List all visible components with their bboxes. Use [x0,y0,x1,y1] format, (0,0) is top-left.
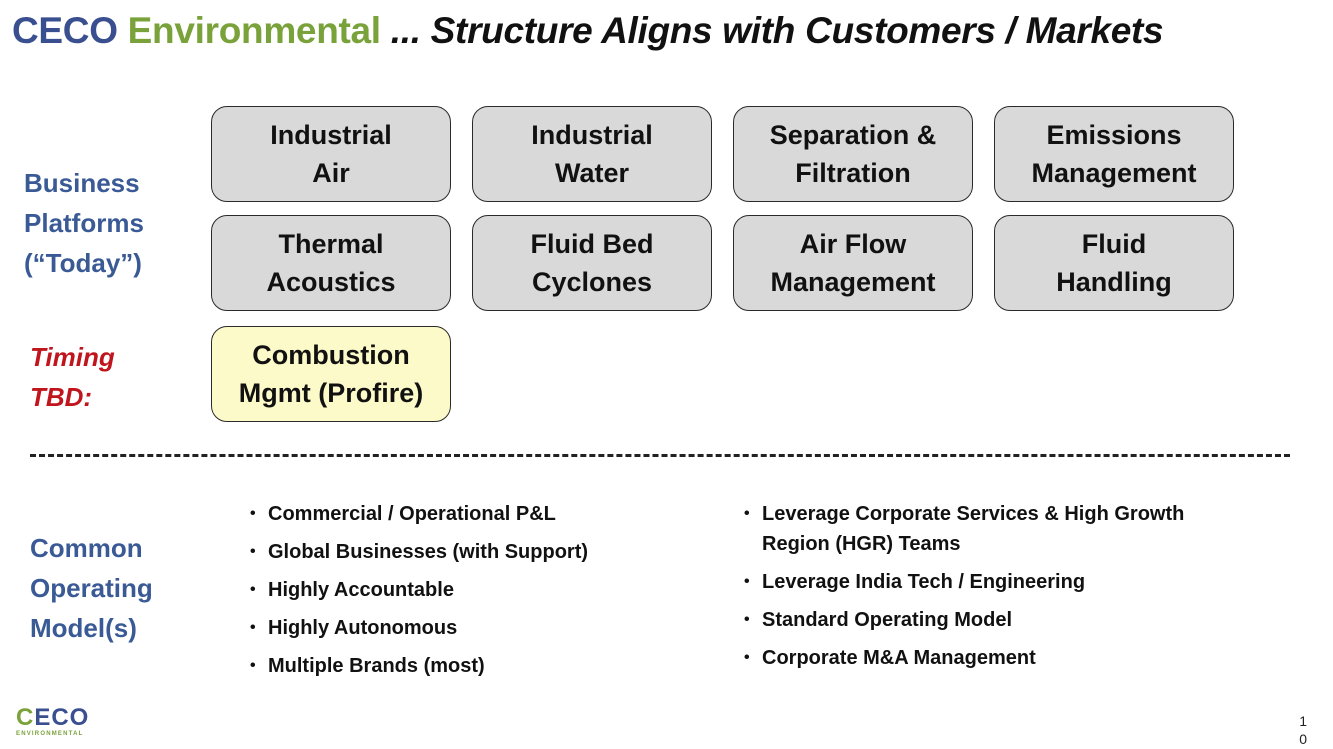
title-brand-c: C [12,10,39,51]
platform-emissions-management: Emissions Management [994,106,1234,202]
label-line: (“Today”) [24,248,142,278]
platform-line: Thermal [278,229,384,259]
platform-line: Emissions [1046,120,1182,150]
platform-line: Management [1031,158,1197,188]
logo-c: C [16,704,35,731]
page-number-digit: 0 [1299,731,1307,747]
ceco-logo: CECO ENVIRONMENTAL [16,706,89,738]
timing-tbd-label: Timing TBD: [30,337,115,417]
common-operating-model-label: Common Operating Model(s) [30,528,153,648]
platform-separation-filtration: Separation & Filtration [733,106,973,202]
list-item: Multiple Brands (most) [250,651,690,681]
label-line: Business [24,168,140,198]
platform-line: Industrial [531,120,653,150]
platform-line: Filtration [795,158,911,188]
business-platforms-label: Business Platforms (“Today”) [24,163,144,283]
section-divider [30,454,1290,457]
platform-line: Management [770,267,936,297]
title-brand-environmental: Environmental [117,10,381,51]
label-line: Operating [30,573,153,603]
list-item: Highly Autonomous [250,613,690,643]
list-item: Global Businesses (with Support) [250,537,690,567]
platform-line: Cyclones [531,267,653,297]
platform-air-flow-management: Air Flow Management [733,215,973,311]
logo-subtext: ENVIRONMENTAL [16,731,84,737]
platform-line: Fluid Bed [530,229,654,259]
platform-line: Separation & [769,120,937,150]
platform-line: Water [554,158,629,188]
platform-line: Industrial [270,120,392,150]
list-item: Commercial / Operational P&L [250,499,690,529]
label-line: Common [30,533,143,563]
label-line: Model(s) [30,613,137,643]
title-brand-eco: ECO [38,10,118,51]
logo-eco: ECO [34,704,90,731]
list-item: Leverage India Tech / Engineering [744,567,1224,597]
platform-fluid-bed-cyclones: Fluid Bed Cyclones [472,215,712,311]
platform-line: Air Flow [799,229,907,259]
platform-line: Handling [1056,267,1172,297]
page-number: 1 0 [1299,712,1307,748]
operating-model-list-left: Commercial / Operational P&L Global Busi… [250,499,690,689]
platform-line: Acoustics [266,267,396,297]
list-item: Standard Operating Model [744,605,1224,635]
platform-line: Combustion [252,340,410,370]
logo-wordmark: CECO [16,706,89,730]
platform-combustion-mgmt: Combustion Mgmt (Profire) [211,326,451,422]
label-line: TBD: [30,382,93,412]
page-number-digit: 1 [1299,713,1307,729]
label-line: Platforms [24,208,144,238]
list-item: Corporate M&A Management [744,643,1224,673]
operating-model-list-right: Leverage Corporate Services & High Growt… [744,499,1224,681]
title-subtitle: ... Structure Aligns with Customers / Ma… [380,10,1164,51]
platform-line: Air [312,158,350,188]
platform-industrial-air: Industrial Air [211,106,451,202]
label-line: Timing [30,342,115,372]
list-item: Leverage Corporate Services & High Growt… [744,499,1224,559]
slide-title: CECO Environmental ... Structure Aligns … [12,10,1164,52]
platform-line: Fluid [1081,229,1147,259]
platform-line: Mgmt (Profire) [238,378,424,408]
list-item: Highly Accountable [250,575,690,605]
platform-industrial-water: Industrial Water [472,106,712,202]
platform-fluid-handling: Fluid Handling [994,215,1234,311]
platform-thermal-acoustics: Thermal Acoustics [211,215,451,311]
